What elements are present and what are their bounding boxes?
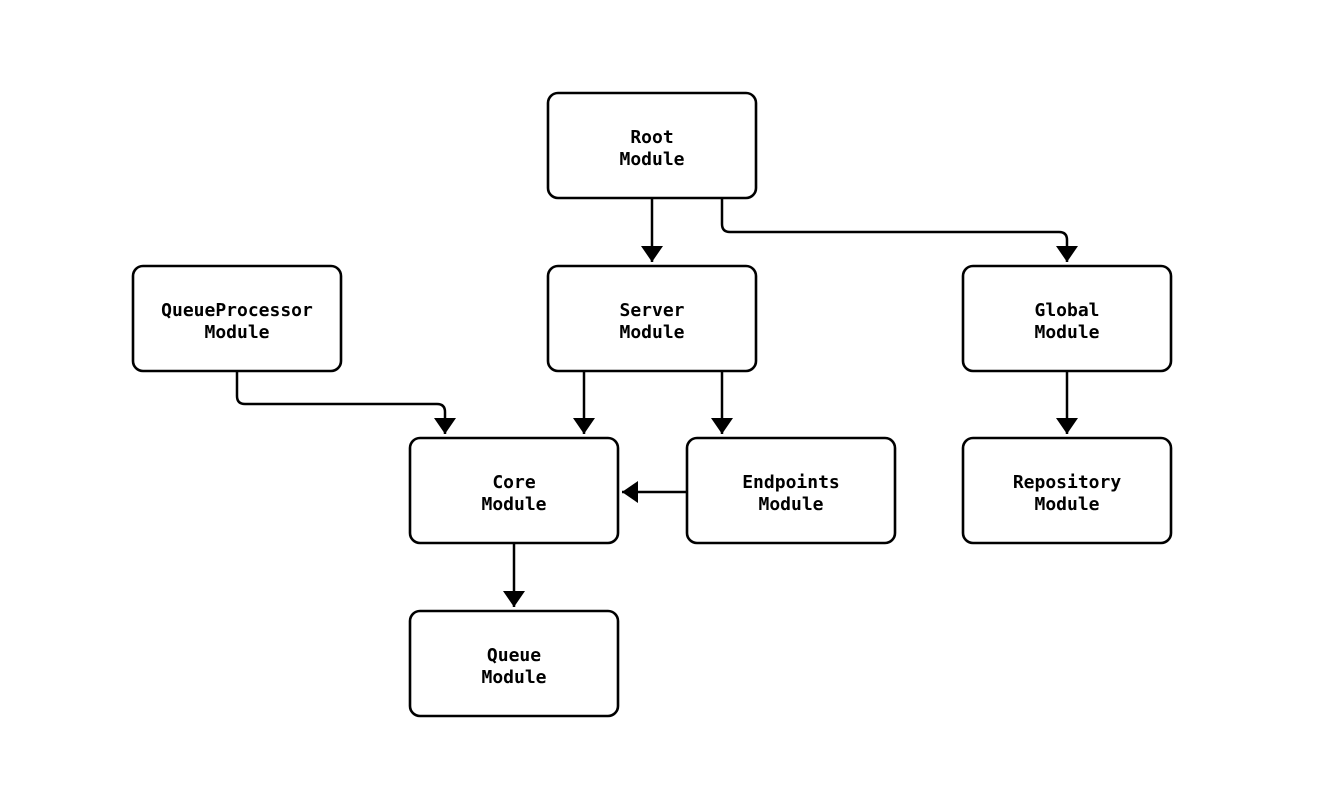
node-server-label-line1: Server	[619, 300, 684, 321]
node-queueprocessor-label-line2: Module	[204, 322, 269, 343]
node-server-box	[546, 264, 758, 373]
node-endpoints-box	[685, 436, 897, 545]
node-queue-label-line2: Module	[481, 667, 546, 688]
node-queueprocessor-module: QueueProcessor Module	[131, 264, 343, 373]
node-global-label-line2: Module	[1034, 322, 1099, 343]
edges	[235, 198, 1078, 607]
node-repository-box	[961, 436, 1173, 545]
node-global-box	[961, 264, 1173, 373]
node-root-label-line2: Module	[619, 149, 684, 170]
node-core-label-line2: Module	[481, 494, 546, 515]
node-core-module: Core Module	[408, 436, 620, 545]
node-queue-box	[408, 609, 620, 718]
edge-queueprocessor-to-core	[235, 371, 456, 434]
node-root-box	[546, 91, 758, 200]
node-core-label-line1: Core	[492, 472, 536, 493]
node-server-label-line2: Module	[619, 322, 684, 343]
node-root-module: Root Module	[546, 91, 758, 200]
node-endpoints-module: Endpoints Module	[685, 436, 897, 545]
node-repository-module: Repository Module	[961, 436, 1173, 545]
node-global-module: Global Module	[961, 264, 1173, 373]
nodes: Root Module QueueProcessor Module Server…	[131, 91, 1173, 718]
node-core-box	[408, 436, 620, 545]
node-global-label-line1: Global	[1034, 300, 1099, 321]
node-queue-label-line1: Queue	[487, 645, 541, 666]
node-queueprocessor-box	[131, 264, 343, 373]
node-queueprocessor-label-line1: QueueProcessor	[161, 300, 313, 321]
node-queue-module: Queue Module	[408, 609, 620, 718]
node-repository-label-line1: Repository	[1013, 472, 1122, 493]
node-server-module: Server Module	[546, 264, 758, 373]
node-repository-label-line2: Module	[1034, 494, 1099, 515]
node-endpoints-label-line2: Module	[758, 494, 823, 515]
node-root-label-line1: Root	[630, 127, 673, 148]
node-endpoints-label-line1: Endpoints	[742, 472, 840, 493]
edge-root-to-global	[720, 198, 1078, 262]
